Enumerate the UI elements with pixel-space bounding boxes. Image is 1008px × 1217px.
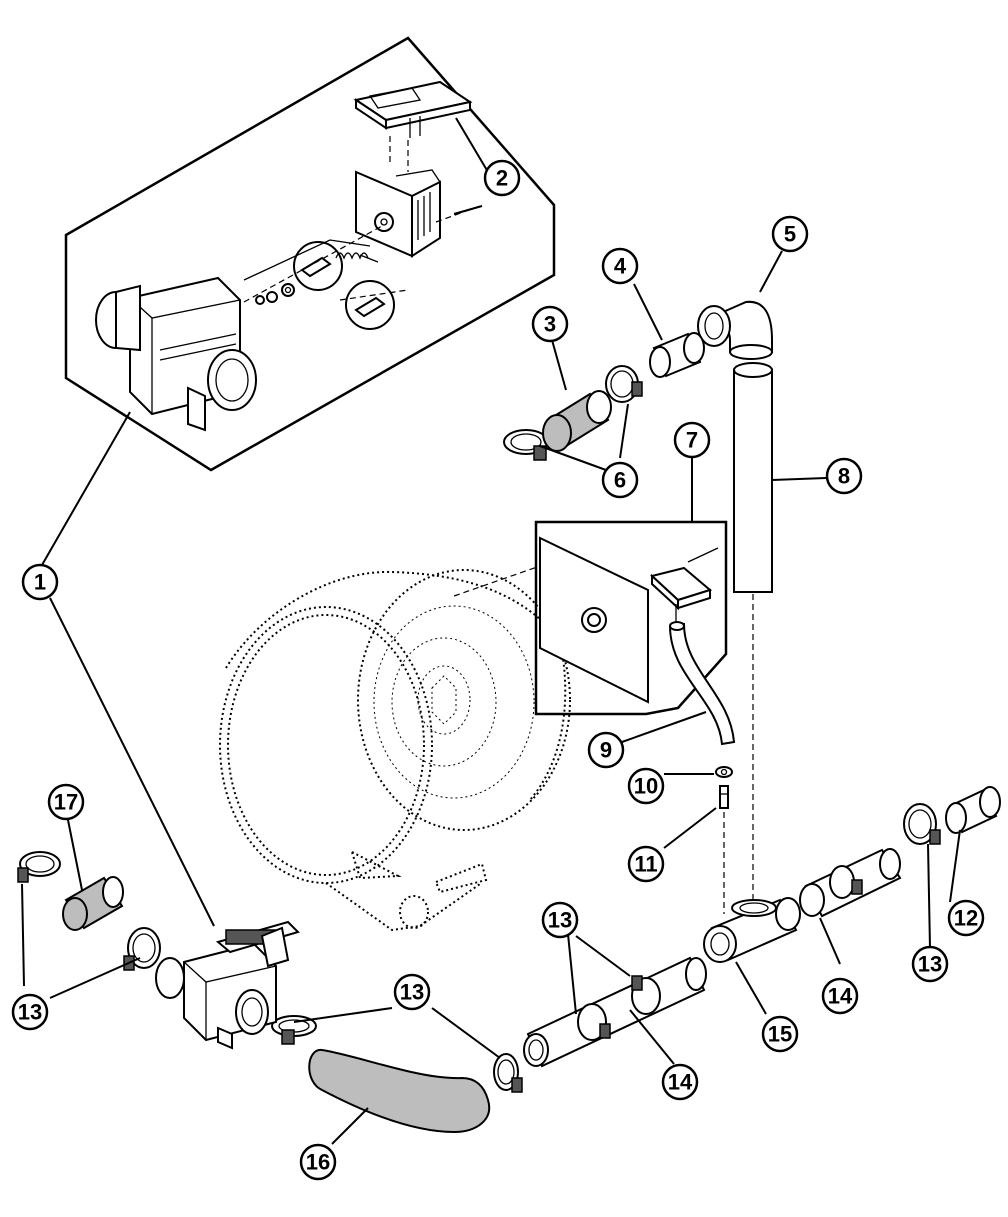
callout-13-center: 13 bbox=[543, 903, 577, 937]
callout-14-right: 14 bbox=[823, 979, 857, 1013]
callout-14-center: 14 bbox=[663, 1065, 697, 1099]
tube-9 bbox=[670, 622, 734, 744]
callout-label: 10 bbox=[634, 774, 658, 799]
callout-label: 11 bbox=[634, 852, 657, 877]
callout-label: 5 bbox=[784, 222, 796, 247]
callout-label: 9 bbox=[600, 738, 612, 763]
callout-label: 14 bbox=[828, 984, 853, 1009]
motor-assembly bbox=[356, 170, 440, 256]
callout-label: 7 bbox=[686, 428, 698, 453]
callout-9: 9 bbox=[589, 733, 623, 767]
cover-plate bbox=[356, 82, 470, 138]
callout-label: 13 bbox=[548, 908, 572, 933]
fittings-10-11 bbox=[716, 767, 732, 914]
callout-label: 12 bbox=[954, 906, 978, 931]
callout-label: 4 bbox=[614, 254, 627, 279]
callout-label: 17 bbox=[54, 790, 78, 815]
callout-10: 10 bbox=[629, 769, 663, 803]
callout-12: 12 bbox=[949, 901, 983, 935]
callout-label: 16 bbox=[306, 1150, 330, 1175]
callout-label: 14 bbox=[668, 1070, 693, 1095]
callout-label: 6 bbox=[614, 468, 626, 493]
callout-7: 7 bbox=[675, 423, 709, 457]
callout-15: 15 bbox=[763, 1017, 797, 1051]
valve-detail-inset bbox=[66, 38, 554, 470]
callout-label: 8 bbox=[838, 464, 850, 489]
callout-label: 15 bbox=[768, 1022, 792, 1047]
callout-17: 17 bbox=[49, 785, 83, 819]
callout-label: 2 bbox=[496, 166, 508, 191]
callout-label: 13 bbox=[918, 952, 942, 977]
callout-label: 13 bbox=[18, 1000, 42, 1025]
callout-5: 5 bbox=[773, 217, 807, 251]
callout-13-right: 13 bbox=[913, 947, 947, 981]
callout-label: 3 bbox=[544, 312, 556, 337]
valve-body bbox=[96, 278, 256, 430]
blower-housing bbox=[220, 570, 570, 930]
washers bbox=[256, 284, 294, 304]
lower-piping bbox=[18, 787, 1000, 1132]
callout-8: 8 bbox=[827, 459, 861, 493]
callout-4: 4 bbox=[603, 249, 637, 283]
callout-11: 11 bbox=[629, 847, 663, 881]
callout-label: 1 bbox=[34, 570, 46, 595]
mounting-plate-inset bbox=[454, 522, 726, 714]
callout-16: 16 bbox=[301, 1145, 335, 1179]
callout-3: 3 bbox=[533, 307, 567, 341]
callout-label: 13 bbox=[400, 980, 424, 1005]
callout-6: 6 bbox=[603, 463, 637, 497]
callout-2: 2 bbox=[485, 161, 519, 195]
callout-13-left: 13 bbox=[13, 995, 47, 1029]
callout-1: 1 bbox=[23, 565, 57, 599]
callout-13-hose: 13 bbox=[395, 975, 429, 1009]
